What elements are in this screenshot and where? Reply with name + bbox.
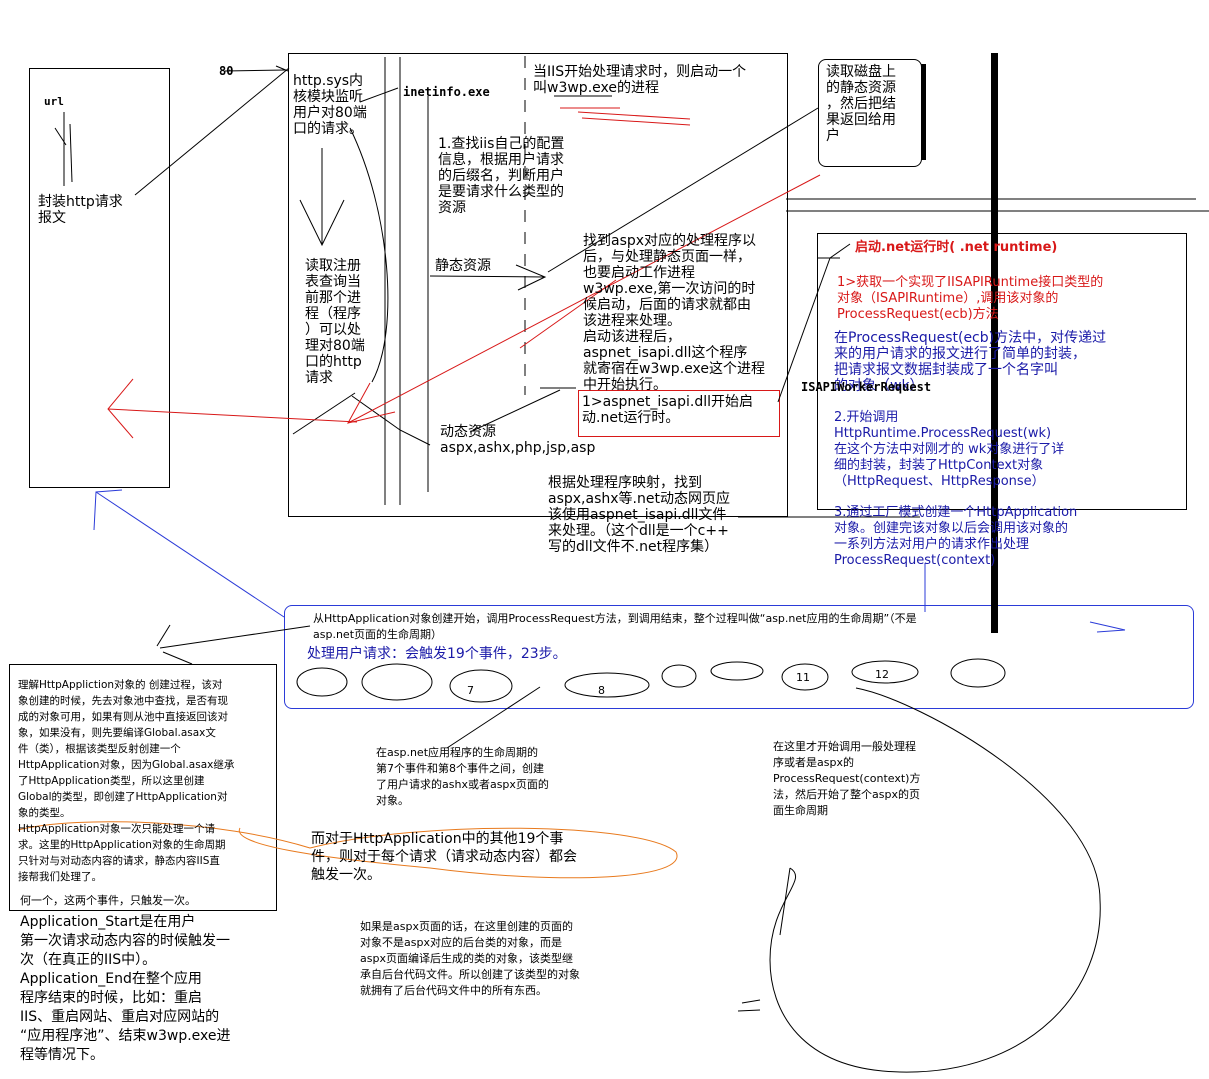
read-disk-label: 读取磁盘上 的静态资源 ，然后把结 果返回给用 户 — [826, 64, 896, 144]
runtime-step1: 1>获取一个实现了IISAPIRuntime接口类型的 对象（ISAPIRunt… — [837, 275, 1104, 322]
runtime-title: 启动.net运行时( .net runtime) — [855, 240, 1058, 255]
server-box — [288, 53, 788, 517]
event-12-label: 12 — [875, 668, 889, 681]
httpapp-note: 理解HttpAppliction对象的 创建过程，该对 象创建的时候，先去对象池… — [18, 679, 235, 883]
page-lifecycle-note: 在这里才开始调用一般处理程 序或者是aspx的 ProcessRequest(c… — [773, 740, 921, 817]
client-box — [29, 68, 170, 488]
runtime-box — [817, 233, 1187, 510]
events-description: 处理用户请求：会触发19个事件，23步。 — [307, 646, 567, 662]
aspx-page-note: 如果是aspx页面的话，在这里创建的页面的 对象不是aspx对应的后台类的对象，… — [360, 920, 580, 997]
dynamic-resource-label: 动态资源 aspx,ashx,php,jsp,asp — [440, 424, 596, 456]
iis-config-label: 1.查找iis自己的配置 信息，根据用户请求 的后缀名，判断用户 是要请求什么类… — [438, 136, 565, 216]
event-11-label: 11 — [796, 671, 810, 684]
runtime-step2: 2.开始调用 HttpRuntime.ProcessRequest(wk) 在这… — [834, 410, 1065, 489]
app-start-end-note: Application_Start是在用户 第一次请求动态内容的时候触发一 次（… — [20, 914, 231, 1063]
two-events-note: 何一个，这两个事件，只触发一次。 — [20, 894, 196, 907]
static-resource-label: 静态资源 — [435, 258, 491, 274]
mapping-label: 根据处理程序映射，找到 aspx,ashx等.net动态网页应 该使用aspne… — [548, 475, 730, 555]
runtime-step1-desc: 在ProcessRequest(ecb)方法中，对传递过 来的用户请求的报文进行… — [834, 330, 1107, 394]
iis-start-label: 当IIS开始处理请求时，则启动一个 叫w3wp.exe的进程 — [533, 64, 747, 96]
inetinfo-label: inetinfo.exe — [403, 85, 490, 99]
event-7-label: 7 — [467, 684, 474, 697]
lifecycle-description: 从HttpApplication对象创建开始，调用ProcessRequest方… — [313, 612, 917, 641]
isapi-worker-label: ISAPIWorkerRequest — [801, 380, 932, 394]
url-label: url — [44, 95, 64, 108]
event-8-label: 8 — [598, 684, 605, 697]
isapi-start-label: 1>aspnet_isapi.dll开始启 动.net运行时。 — [582, 394, 754, 426]
http-sys-label: http.sys内 核模块监听 用户对80端 口的请求。 — [293, 73, 367, 137]
wrap-request-label: 封装http请求 报文 — [38, 194, 123, 226]
read-registry-label: 读取注册 表查询当 前那个进 程（程序 ）可以处 理对80端 口的http 请求 — [305, 258, 365, 386]
lifecycle-box — [284, 605, 1194, 709]
isapi-start-box — [578, 390, 780, 437]
event-7-8-note: 在asp.net应用程序的生命周期的 第7个事件和第8个事件之间，创建 了用户请… — [376, 746, 549, 807]
runtime-step3: 3.通过工厂模式创建一个HttpApplication 对象。创建完该对象以后会… — [834, 505, 1078, 568]
other-19-events-note: 而对于HttpApplication中的其他19个事 件，则对于每个请求（请求动… — [311, 831, 577, 883]
find-aspx-label: 找到aspx对应的处理程序以 后，与处理静态页面一样， 也要启动工作进程 w3w… — [583, 233, 765, 393]
httpapp-note-box — [9, 664, 277, 911]
port-label: 80 — [219, 64, 234, 78]
